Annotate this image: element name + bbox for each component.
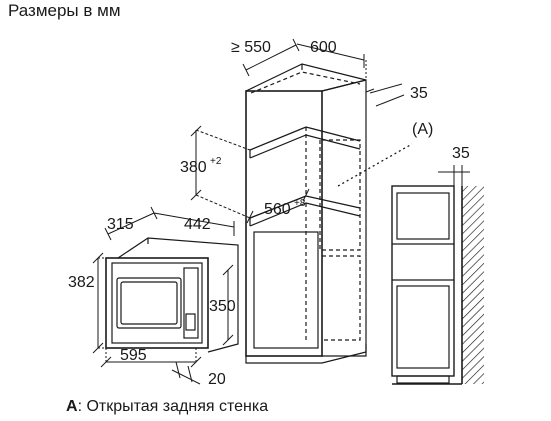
label-niche-height: 380 — [180, 159, 207, 176]
label-mw-depth: 315 — [107, 216, 134, 233]
label-mw-front-width: 595 — [120, 347, 147, 364]
label-mw-inner-height: 350 — [209, 298, 236, 315]
label-cab-depth: ≥ 550 — [231, 39, 271, 56]
label-niche-height-tol: +2 — [210, 156, 222, 167]
legend-caption: A: Открытая задняя стенка — [66, 398, 268, 416]
label-mw-width: 442 — [184, 216, 211, 233]
side-section — [391, 165, 484, 385]
open-back-leader — [337, 143, 413, 187]
label-side-gap: 35 — [452, 145, 470, 162]
label-cab-gap: 35 — [410, 85, 428, 102]
label-mw-height: 382 — [68, 274, 95, 291]
cabinet-dimensions — [190, 38, 405, 224]
label-niche-width: 560 — [264, 201, 291, 218]
dimension-labels: ≥ 550 600 35 380 +2 560 +8 35 (A) 315 44… — [68, 39, 470, 388]
legend-letter: A — [66, 398, 78, 415]
legend-text: : Открытая задняя стенка — [77, 398, 269, 415]
label-mw-frame: 20 — [208, 371, 226, 388]
label-cab-width: 600 — [310, 39, 337, 56]
page-title: Размеры в мм — [8, 1, 121, 20]
label-open-back-marker: (A) — [412, 121, 433, 138]
microwave-dimensions — [92, 206, 235, 385]
microwave — [105, 237, 239, 353]
tall-cabinet — [245, 63, 367, 364]
label-niche-width-tol: +8 — [294, 198, 306, 209]
